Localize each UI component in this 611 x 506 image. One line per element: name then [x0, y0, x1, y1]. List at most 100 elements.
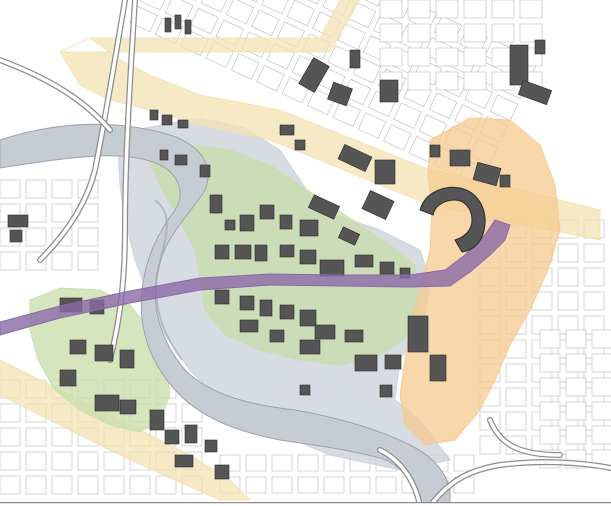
city-block [491, 23, 515, 43]
building [319, 259, 345, 277]
city-block [307, 88, 336, 116]
city-block [0, 475, 21, 495]
city-block [435, 71, 459, 91]
city-block [565, 401, 587, 421]
building [299, 219, 319, 237]
building [214, 289, 230, 305]
building [199, 164, 211, 178]
transit-corridor [0, 219, 511, 336]
building [174, 14, 182, 30]
city-block [591, 329, 611, 349]
city-block [407, 71, 431, 91]
city-block [491, 0, 515, 19]
building [259, 204, 275, 220]
building [94, 344, 114, 362]
building [517, 79, 553, 106]
city-block [591, 401, 611, 421]
building [337, 226, 361, 246]
building [314, 324, 336, 340]
building [379, 384, 393, 398]
building [177, 119, 189, 129]
freeway-lane [378, 448, 422, 506]
building [534, 39, 546, 55]
city-block [379, 23, 403, 43]
city-block [407, 47, 431, 67]
city-block [539, 329, 561, 349]
building [184, 424, 198, 444]
city-block [77, 451, 99, 471]
city-block [261, 0, 290, 15]
building [449, 149, 471, 167]
building [298, 57, 330, 93]
city-block [463, 0, 487, 19]
city-block [25, 451, 47, 471]
city-block [332, 100, 361, 127]
city-block [271, 454, 293, 472]
building [159, 149, 169, 161]
building [234, 244, 252, 260]
city-block [0, 451, 21, 471]
building [279, 124, 295, 136]
city-block [271, 476, 293, 494]
building [94, 394, 120, 412]
building [407, 315, 429, 353]
freeway-lane [0, 58, 112, 132]
city-block [51, 203, 73, 223]
city-block [25, 475, 47, 495]
city-block [51, 451, 73, 471]
stadium-icon [419, 186, 486, 253]
city-block [349, 476, 371, 494]
city-block [505, 363, 527, 383]
city-block [407, 23, 431, 43]
city-block [245, 454, 267, 472]
city-block [103, 475, 125, 495]
building [254, 244, 268, 262]
city-block [591, 425, 611, 445]
city-block [479, 435, 501, 455]
building [174, 454, 194, 468]
city-block [583, 267, 605, 287]
city-block [25, 179, 47, 199]
building [374, 159, 396, 185]
city-block [557, 267, 579, 287]
building [499, 174, 511, 188]
city-block [0, 179, 21, 199]
city-block [77, 251, 99, 271]
building [299, 339, 321, 355]
building [509, 44, 529, 86]
building [7, 214, 29, 228]
building [9, 229, 23, 243]
building [214, 464, 230, 480]
city-block [77, 227, 99, 247]
city-block [565, 425, 587, 445]
city-block [463, 23, 487, 43]
city-block [286, 0, 316, 27]
city-block [539, 353, 561, 373]
city-block [375, 476, 397, 494]
city-block [77, 475, 99, 495]
freeway-lane [428, 460, 611, 506]
building [354, 354, 378, 372]
building [361, 190, 395, 220]
building [384, 354, 402, 370]
building [472, 161, 502, 187]
city-block [190, 7, 219, 35]
city-block [256, 65, 285, 92]
city-block [519, 0, 543, 19]
city-block [565, 353, 587, 373]
city-block [393, 102, 422, 129]
freeway-lane [108, 0, 137, 362]
building [269, 329, 285, 343]
city-block [435, 0, 459, 19]
city-block [297, 454, 319, 472]
city-block [489, 94, 519, 121]
building [59, 369, 77, 387]
building [239, 319, 259, 333]
building [204, 439, 218, 453]
building [299, 309, 317, 327]
city-block [435, 47, 459, 67]
building [307, 194, 341, 220]
building [337, 144, 373, 172]
building [239, 295, 255, 311]
